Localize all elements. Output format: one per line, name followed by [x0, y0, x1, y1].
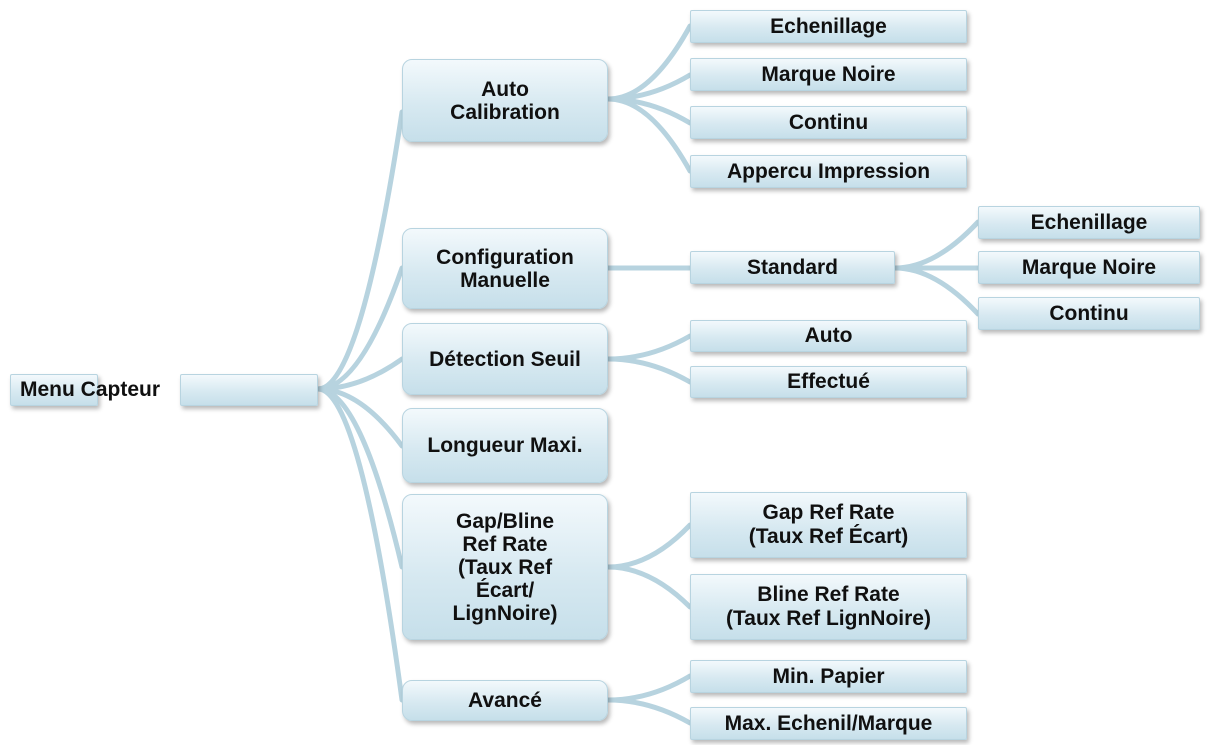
connector [605, 356, 693, 385]
node-auto-calibration: Auto Calibration [402, 59, 608, 142]
leaf-standard-marque-noire: Marque Noire [978, 251, 1200, 284]
leaf-effectue: Effectué [690, 366, 967, 398]
connector [315, 109, 405, 392]
leaf-gap-ref-rate: Gap Ref Rate (Taux Ref Écart) [690, 492, 967, 558]
connector [605, 522, 693, 570]
connector [605, 96, 693, 174]
leaf-standard: Standard [690, 251, 895, 284]
connector [605, 564, 693, 610]
connector [892, 265, 981, 317]
node-longueur-maxi: Longueur Maxi. [402, 408, 608, 483]
root-node-end [180, 374, 318, 406]
leaf-bline-ref-rate: Bline Ref Rate (Taux Ref LignNoire) [690, 574, 967, 640]
connector [605, 333, 693, 362]
connector [315, 386, 405, 570]
leaf-standard-echenillage: Echenillage [978, 206, 1200, 239]
connector [605, 673, 693, 703]
connector [892, 219, 981, 271]
leaf-appercu-impression: Appercu Impression [690, 155, 967, 188]
leaf-echenillage: Echenillage [690, 10, 967, 43]
leaf-auto: Auto [690, 320, 967, 352]
connector [315, 265, 405, 392]
connector [315, 386, 405, 703]
node-configuration-manuelle: Configuration Manuelle [402, 228, 608, 309]
root-node-start [10, 374, 98, 406]
node-avance: Avancé [402, 680, 608, 721]
node-gap-bline-ref-rate: Gap/Bline Ref Rate (Taux Ref Écart/ Lign… [402, 494, 608, 640]
leaf-max-echenil-marque: Max. Echenil/Marque [690, 707, 967, 740]
leaf-standard-continu: Continu [978, 297, 1200, 330]
connector [605, 23, 693, 102]
leaf-continu: Continu [690, 106, 967, 139]
node-detection-seuil: Détection Seuil [402, 323, 608, 395]
root-label: Menu Capteur [20, 378, 161, 401]
connector [605, 697, 693, 726]
leaf-min-papier: Min. Papier [690, 660, 967, 693]
leaf-marque-noire: Marque Noire [690, 58, 967, 91]
